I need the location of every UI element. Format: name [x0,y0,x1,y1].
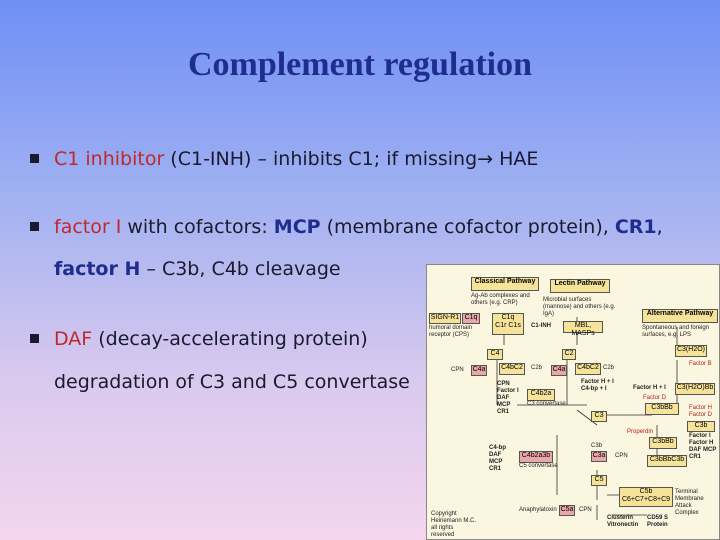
bullet-marker [30,154,39,163]
bullet-rest: (C1-INH) – inhibits C1; if missing→ HAE [164,148,539,170]
slide-title: Complement regulation [187,46,533,83]
c5a-box: C5a [559,505,575,516]
c3bbb-box: C3bBb [645,403,679,415]
factor-b-label: Factor B [689,361,712,367]
c3bbb-box-2: C3bBb [649,437,677,449]
c1q-left-box: C1q [462,313,480,324]
alternative-pathway-box: Alternative Pathway [642,309,718,323]
left-regulators: CPN Factor I DAF MCP CR1 [497,381,519,415]
factor-h-i-label: Factor H + I C4-bp + I [581,379,614,392]
term-factor-h: factor H [54,258,141,280]
bullet-rest: – C3b, C4b cleavage [140,258,341,280]
c4a-box: C4a [471,365,487,376]
c3-box: C3 [591,411,607,422]
c5-convertase-label: C5 convertase [519,463,558,469]
c2b-label: C2b [531,365,543,371]
c4b2a-box: C4b2a [527,389,555,401]
term-mcp: MCP [273,216,321,238]
c3h2obb-box: C3(H2O)Bb [675,383,715,395]
c3-convertase-label: C3 convertase [527,401,566,407]
c2-box: C2 [562,349,576,360]
cpn-label-2: CPN [615,453,628,459]
anaphylatoxin-label: Anaphylatoxin [519,507,557,513]
cpn-label-3: CPN [579,507,592,513]
c1r-text: C1r C1s [495,321,521,329]
bullet-marker [30,334,39,343]
bullet-marker [30,222,39,231]
c4a-box-2: C4a [551,365,567,376]
spontaneous-label: Spontaneous and foreign surfaces, e.g. L… [642,325,710,338]
c5-box: C5 [591,475,607,486]
c3b-box: C3b [687,421,715,432]
properdin-label: Properdin [627,429,654,435]
mac-label: Terminal Membrane Attack Complex [675,489,704,516]
highlight-term: factor I [54,216,122,238]
c2b-label-2: C2b [603,365,615,371]
mbl-box: MBL, MASPs [563,321,603,337]
bullet-text: C1 inhibitor (C1-INH) – inhibits C1; if … [54,148,538,170]
c5b-box: C5b C6+C7+C8+C9 [619,487,673,507]
bullet-continuation: factor H – C3b, C4b cleavage [54,258,341,280]
copyright-label: Copyright Heinemann M.C. all rights rese… [431,511,477,538]
microbial-label: Microbial surfaces (mannose) and others … [543,297,616,317]
highlight-term: C1 inhibitor [54,148,165,170]
c4bp-regulators: C4-bp DAF MCP CR1 [489,445,506,472]
c1q-text: C1q [501,314,515,321]
factor-h-i-label-2: Factor H + I [633,385,666,391]
classical-pathway-box: Classical Pathway [471,277,539,291]
c4b2a3b-box: C4b2a3b [519,451,553,463]
humoral-label: humoral domain receptor (CPS) [429,325,473,338]
lectin-pathway-box: Lectin Pathway [550,279,610,293]
c3b-label: C3b [591,443,603,449]
sign-r1-box: SIGN-R1 [429,313,461,324]
c4-box: C4 [487,349,503,360]
complement-pathway-diagram: Classical Pathway Lectin Pathway Alterna… [426,264,720,540]
term-cr1: CR1 [614,216,657,238]
bullet-rest: (membrane cofactor protein), [320,216,615,238]
bullet-text: factor I with cofactors: MCP (membrane c… [54,216,663,238]
c3a-box: C3a [591,451,607,462]
highlight-term: DAF [54,328,93,350]
c4bc2-box-2: C4bC2 [575,363,601,375]
cpn-label: CPN [451,367,464,373]
cd59-label: CD59 S Protein [647,515,669,528]
c4bc2-box: C4bC2 [499,363,525,375]
c3bbbc3b-box: C3bBbC3b [647,455,687,467]
ag-ab-label: Ag-Ab complexes and others (e.g. CRP) [471,293,530,306]
c3h2o-box: C3(H2O) [675,345,707,357]
factor-d-label: Factor D [643,395,667,401]
bullet-continuation: degradation of C3 and C5 convertase [54,371,410,393]
c1inh-label: C1-INH [531,323,552,329]
bullet-text: DAF (decay-accelerating protein) [54,328,368,350]
right-regulators: Factor I Factor H DAF MCP CR1 [689,433,717,460]
bullet-rest: with cofactors: [121,216,274,238]
bullet-rest: (decay-accelerating protein) [92,328,368,350]
factor-h-d-label: Factor H Factor D [689,405,713,418]
clusterin-label: Clusterin Vitronectin [607,515,639,528]
bullet-rest: , [656,216,663,238]
